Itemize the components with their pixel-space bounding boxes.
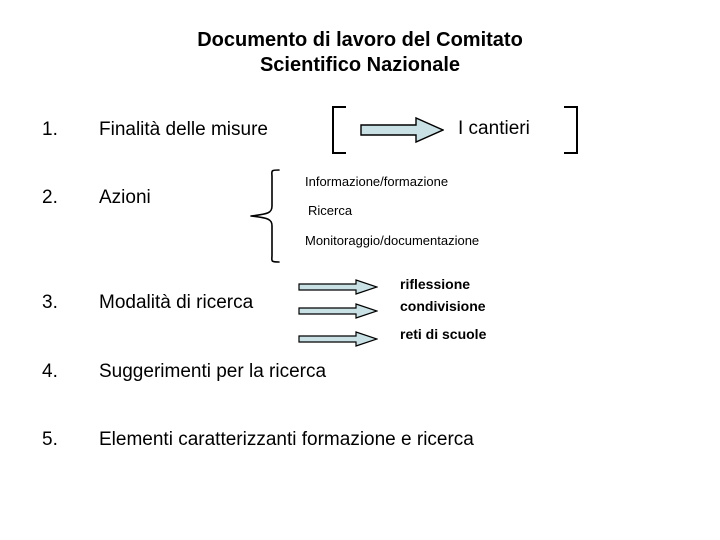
azioni-sub-item-3: Monitoraggio/documentazione [305,233,480,248]
page-title: Documento di lavoro del Comitato Scienti… [60,28,660,78]
right-block-arrow-icon [360,116,444,144]
cantieri-bracket-group: I cantieri [332,106,578,154]
left-curly-brace-icon [250,169,280,263]
right-square-bracket-icon [564,106,578,154]
list-item-4-number: 4. [42,361,58,382]
list-item-2-number: 2. [42,187,58,208]
list-item-4-label: Suggerimenti per la ricerca [99,361,327,382]
azioni-sub-item-1: Informazione/formazione [305,174,449,189]
list-item-2-label: Azioni [99,187,151,208]
azioni-sub-item-2: Ricerca [308,203,353,218]
list-item-5-number: 5. [42,429,58,450]
page-title-line-2: Scientifico Nazionale [259,54,461,76]
azioni-brace-group: Informazione/formazione Ricerca Monitora… [246,168,566,264]
modalita-label-3: reti di scuole [400,326,487,342]
cantieri-label: I cantieri [458,118,530,139]
list-item-1-number: 1. [42,119,58,140]
list-item-3-label: Modalità di ricerca [99,292,254,313]
left-square-bracket-icon [332,106,346,154]
list-item-5-label: Elementi caratterizzanti formazione e ri… [99,429,474,450]
modalita-label-1: riflessione [400,276,471,292]
right-block-arrow-icon [298,279,378,295]
list-item-1-label: Finalità delle misure [99,119,268,140]
modalita-label-2: condivisione [400,298,486,314]
page-title-line-1: Documento di lavoro del Comitato [197,29,523,51]
right-block-arrow-icon [298,331,378,347]
modalita-arrow-group: riflessione condivisione reti di scuole [298,276,558,348]
list-item-3-number: 3. [42,292,58,313]
right-block-arrow-icon [298,303,378,319]
